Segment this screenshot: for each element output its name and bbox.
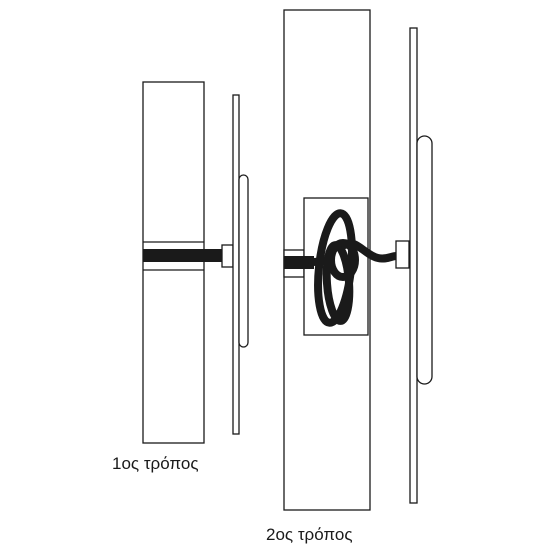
method-1-cable: [143, 249, 222, 262]
method-1-caption: 1ος τρόπος: [112, 454, 199, 473]
method-1-mount-block: [221, 244, 234, 268]
method-2-caption: 2ος τρόπος: [266, 525, 353, 544]
method-2-panel: [409, 27, 418, 504]
method-1-drawing: [142, 81, 249, 444]
method-2-mount-block: [395, 240, 410, 269]
method-1-panel: [232, 94, 240, 435]
method-1-bracket: [238, 174, 249, 348]
method-2-drawing: [283, 9, 433, 511]
method-2-coiled-cable: [308, 209, 400, 327]
method-2-cable-in: [284, 256, 314, 269]
method-2-bracket: [416, 135, 433, 385]
method-1-wall: [142, 81, 205, 444]
